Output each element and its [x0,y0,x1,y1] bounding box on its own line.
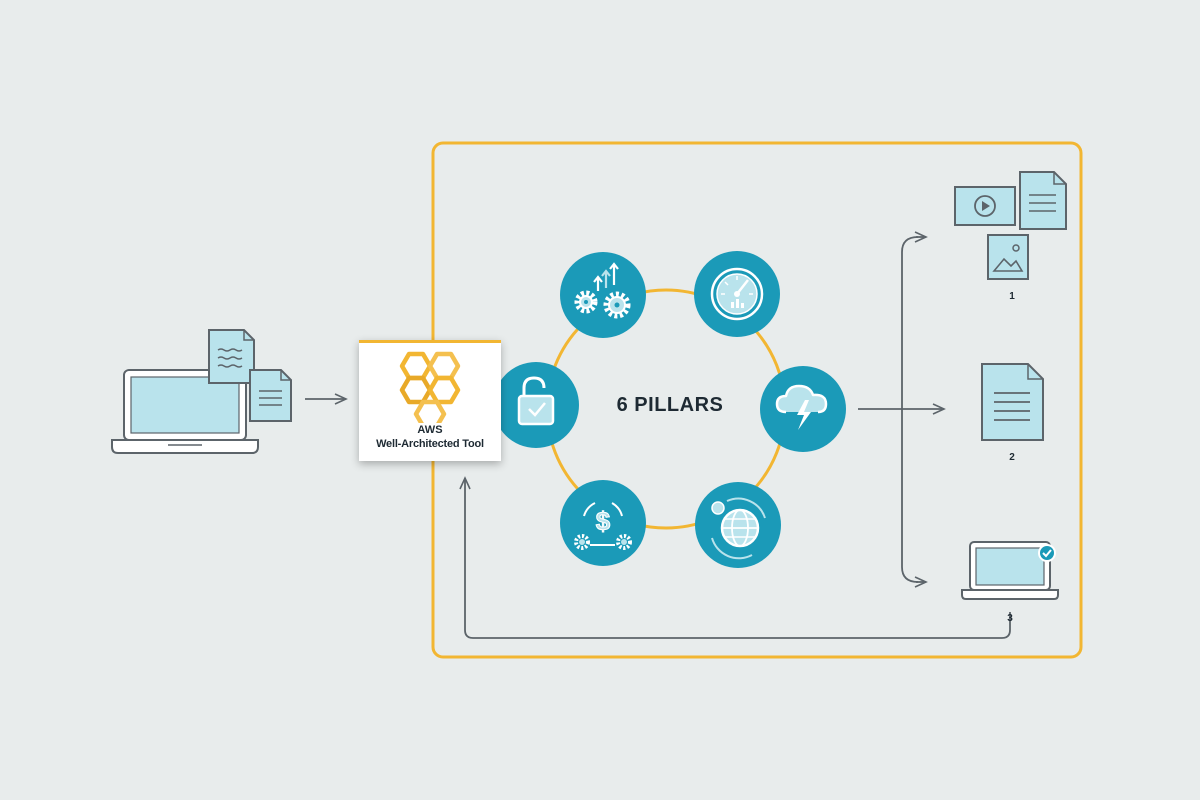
performance-gauge-icon [694,251,780,337]
laptop-icon [111,369,259,454]
tool-title-line2: Well-Architected Tool [376,438,484,450]
tool-title-line1: AWS [417,424,443,436]
hexagon-logo-icon [399,351,461,423]
video-document-image-icon [954,171,1067,280]
well-architected-tool-card: AWS Well-Architected Tool [359,340,501,461]
document-icon [208,329,255,384]
sustainability-globe-icon [695,482,781,568]
output-number-2: 2 [1009,452,1015,463]
document-icon [249,369,292,422]
output-number-1: 1 [1009,291,1015,302]
svg-text:$: $ [596,506,611,536]
document-icon [981,363,1044,441]
operational-excellence-gears-icon [560,252,646,338]
feedback-loop-arrow [459,476,1011,639]
output-number-3: 3 [1007,613,1013,624]
security-padlock-icon [493,362,579,448]
laptop-check-icon [961,541,1059,600]
output-branch-line [901,236,919,583]
pillars-label: 6 PILLARS [616,394,724,416]
reliability-cloud-lightning-icon [760,366,846,452]
cost-optimization-dollar-icon: $ [560,480,646,566]
